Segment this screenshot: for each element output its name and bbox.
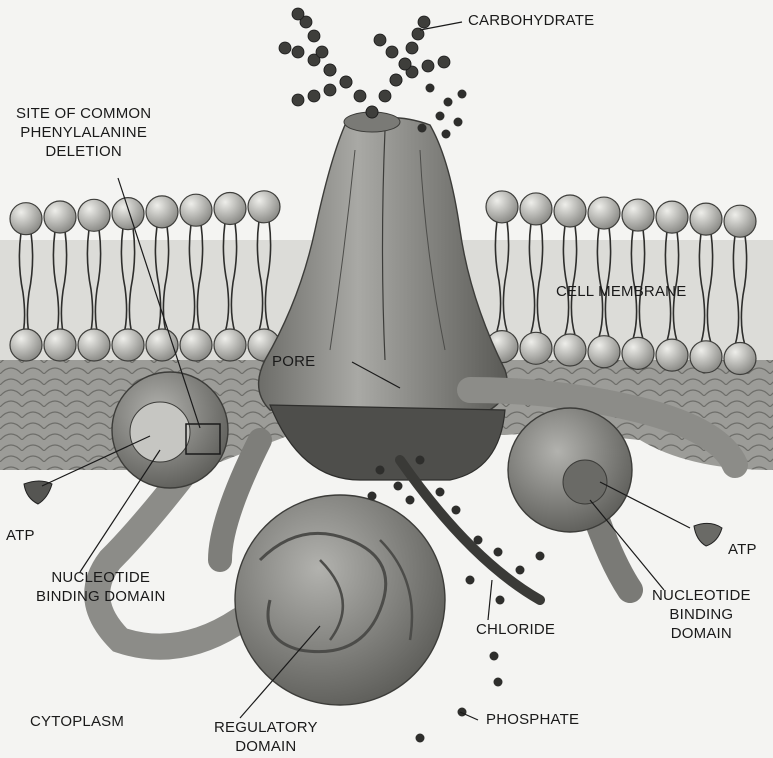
lipid-head [146, 196, 178, 228]
lipid-head [656, 339, 688, 371]
lipid-head [180, 194, 212, 226]
carbohydrate-bead [399, 58, 411, 70]
carbohydrate-bead [390, 74, 402, 86]
carbohydrate-bead [324, 64, 336, 76]
ion-dot [536, 552, 545, 561]
label-phosphate: PHOSPHATE [486, 710, 579, 729]
carbohydrate-bead [292, 8, 304, 20]
carbohydrate-bead [292, 46, 304, 58]
label-deletion-site-line-1: SITE OF COMMON [16, 104, 151, 123]
carbohydrate-bead [316, 46, 328, 58]
ion-dot [452, 506, 461, 515]
lipid-head [520, 332, 552, 364]
ion-dot [454, 118, 463, 127]
label-regulatory-line-1: REGULATORY [214, 718, 318, 737]
lipid-head [724, 343, 756, 375]
lipid-head [214, 329, 246, 361]
lipid-head [622, 337, 654, 369]
ion-dot [458, 708, 467, 717]
lipid-head [554, 195, 586, 227]
lipid-head [554, 334, 586, 366]
lipid-head [588, 336, 620, 368]
label-nbd-left-line-2: BINDING DOMAIN [36, 587, 165, 606]
label-nbd-right: NUCLEOTIDE BINDING DOMAIN [652, 586, 751, 643]
ion-dot [418, 124, 427, 133]
ion-dot [444, 98, 453, 107]
label-deletion-site-line-2: PHENYLALANINE [16, 123, 151, 142]
lipid-head [180, 329, 212, 361]
lipid-head [112, 198, 144, 230]
ion-dot [516, 566, 525, 575]
label-pore: PORE [272, 352, 315, 371]
carbohydrate-bead [422, 60, 434, 72]
regulatory-domain [235, 495, 445, 705]
label-regulatory-line-2: DOMAIN [214, 737, 318, 756]
label-deletion-site: SITE OF COMMON PHENYLALANINE DELETION [16, 104, 151, 161]
lipid-head [622, 199, 654, 231]
label-cytoplasm: CYTOPLASM [30, 712, 124, 731]
ion-dot [494, 548, 503, 557]
label-nbd-right-line-2: BINDING [652, 605, 751, 624]
ion-dot [416, 456, 425, 465]
ion-dot [474, 536, 483, 545]
lipid-head [78, 199, 110, 231]
label-cell-membrane: CELL MEMBRANE [556, 282, 686, 301]
carbohydrate-bead [324, 84, 336, 96]
lipid-head [10, 203, 42, 235]
carbohydrate-bead [438, 56, 450, 68]
carbohydrate-bead [386, 46, 398, 58]
lipid-head [78, 329, 110, 361]
label-regulatory-domain: REGULATORY DOMAIN [214, 718, 318, 756]
ion-dot [416, 734, 425, 743]
lipid-head [656, 201, 688, 233]
lipid-head [690, 341, 722, 373]
carbohydrate-bead [379, 90, 391, 102]
lipid-head [486, 191, 518, 223]
ion-dot [442, 130, 451, 139]
carbohydrate-bead [418, 16, 430, 28]
ion-dot [496, 596, 505, 605]
lipid-head [724, 205, 756, 237]
lipid-head [44, 329, 76, 361]
lipid-head [112, 329, 144, 361]
label-atp-left: ATP [6, 526, 35, 545]
ion-dot [458, 90, 467, 99]
carbohydrate-bead [406, 42, 418, 54]
label-deletion-site-line-3: DELETION [16, 142, 151, 161]
ion-dot [436, 488, 445, 497]
lipid-head [690, 203, 722, 235]
ion-dot [368, 492, 377, 501]
lipid-head [588, 197, 620, 229]
label-nbd-right-line-3: DOMAIN [652, 624, 751, 643]
ion-dot [426, 84, 435, 93]
ion-dot [376, 466, 385, 475]
carbohydrate-bead [366, 106, 378, 118]
carbohydrate-bead [354, 90, 366, 102]
carbohydrate-bead [279, 42, 291, 54]
ion-dot [406, 496, 415, 505]
carbohydrate-bead [308, 90, 320, 102]
ion-dot [490, 652, 499, 661]
carbohydrate-bead [340, 76, 352, 88]
ion-dot [394, 482, 403, 491]
ion-dot [494, 678, 503, 687]
carbohydrate-bead [374, 34, 386, 46]
lipid-head [520, 193, 552, 225]
label-carbohydrate: CARBOHYDRATE [468, 11, 594, 30]
lipid-head [248, 191, 280, 223]
label-atp-right: ATP [728, 540, 757, 559]
carbohydrate-bead [292, 94, 304, 106]
lipid-head [44, 201, 76, 233]
ion-dot [466, 576, 475, 585]
lipid-head [214, 193, 246, 225]
label-nbd-left: NUCLEOTIDE BINDING DOMAIN [36, 568, 165, 606]
ion-dot [436, 112, 445, 121]
lipid-head [10, 329, 42, 361]
carbohydrate-bead [308, 30, 320, 42]
label-nbd-right-line-1: NUCLEOTIDE [652, 586, 751, 605]
label-chloride: CHLORIDE [476, 620, 555, 639]
label-nbd-left-line-1: NUCLEOTIDE [36, 568, 165, 587]
